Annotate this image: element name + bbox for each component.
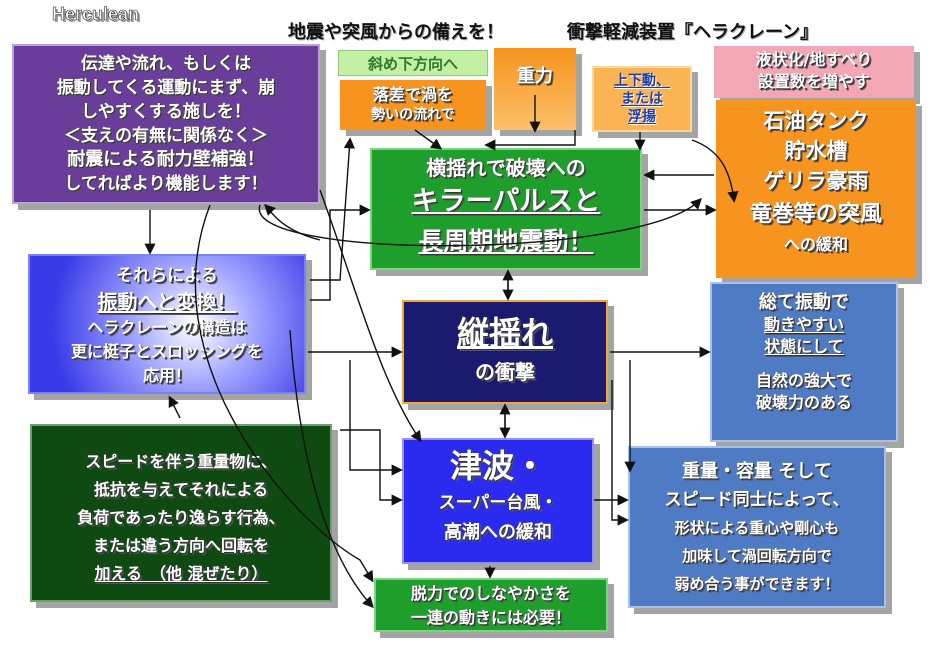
killer-pulse-box: 横揺れで破壊への キラーパルスと 長周期地震動！ [370,148,642,270]
natural-force-box: 総て振動で 動きやすい 状態にして 自然の強大で 破壊力のある [710,282,898,442]
vib-line-3: ヘラクレーンの構造は [87,318,247,337]
liquefaction-line-1: 液状化/地すべり [755,50,873,69]
vertical-shake-box: 縦揺れ の衝撃 [402,300,608,404]
res-line-4: または違う方向へ回転を [92,536,269,555]
weight-line-5: 弱め合う事ができます！ [674,575,840,593]
curve-green-to-purple [264,204,321,241]
arrow-blue-to-green [310,204,371,301]
drop-line-2: 勢いの流れで [371,107,455,123]
purple-line-4: ＜支えの有無に関係なく＞ [64,126,268,146]
weight-line-2: スピード同士によって、 [664,490,850,510]
nat-line-1: 総て振動で [759,292,849,313]
arrow-down-to-steel-bottom [611,380,629,526]
weight-speed-box: 重量・容量 そして スピード同士によって、 形状による重心や剛心も 加味して渦回… [628,446,886,608]
arrow-navy-to-tsunami-left [349,360,403,476]
header-title-left: 地震や突風からの備えを！ [288,22,504,43]
vertical-line-2: の衝撃 [475,360,535,384]
updown-box: 上下動、 または 浮揚 [592,66,692,132]
killer-line-3: 長周期地震動！ [418,227,594,256]
tsunami-line-1: 津波・ [449,447,546,485]
resistance-box: スピードを伴う重量物に、 抵抗を与えてそれによる 負荷であったり逸らす行為、 ま… [30,424,332,602]
drop-line-1: 落差で渦を [372,85,453,104]
relax-line-2: 一連の動きには必要！ [410,608,571,627]
tank-line-5: への緩和 [783,235,848,254]
relaxation-box: 脱力でのしなやかさを 一連の動きには必要！ [374,578,608,632]
updown-line-2: または [621,91,663,107]
liquefaction-line-2: 設置数を増やす [757,72,870,91]
updown-line-1: 上下動、 [614,73,670,89]
vib-line-4: 更に梃子とスロッシングを [70,342,263,361]
killer-line-2: キラーパルスと [411,186,601,217]
res-line-3: 負荷であったり逸らす行為、 [77,508,285,527]
header-title-right: 衝撃軽減装置『ヘラクレーン』 [567,22,819,43]
vibration-conversion-box: それらによる 振動へと変換！ ヘラクレーンの構造は 更に梃子とスロッシングを 応… [28,254,306,394]
gravity-box: 重力 [494,48,576,130]
tank-line-2: 貯水槽 [784,139,848,163]
updown-line-3: 浮揚 [628,109,656,125]
tank-tornado-box: 石油タンク 貯水槽 ゲリラ豪雨 竜巻等の突風 への緩和 [716,100,916,278]
nat-line-6: 破壊力のある [755,393,852,412]
nat-line-5: 自然の強大で [755,371,852,390]
gravity-label: 重力 [517,66,553,87]
res-line-5: 加える （他 混ぜたり） [94,564,268,583]
purple-line-1: 伝達や流れ、もしくは [80,54,252,74]
purple-line-6: してればより機能します！ [64,174,268,194]
vertical-line-1: 縦揺れ [456,314,553,352]
res-line-2: 抵抗を与えてそれによる [93,480,269,499]
purple-line-5: 耐震による耐力壁補強！ [67,149,265,170]
weight-line-4: 加味して渦回転方向で [682,547,832,565]
weight-line-3: 形状による重心や剛心も [674,519,840,537]
arrow-drop-to-green [414,129,443,150]
relax-line-1: 脱力でのしなやかさを [410,584,571,603]
res-line-1: スピードを伴う重量物に、 [85,452,277,471]
vib-line-2: 振動へと変換！ [97,290,237,314]
nat-line-4 [712,358,896,370]
tsunami-box: 津波・ スーパー台風・ 高潮への緩和 [402,438,594,564]
nat-line-3: 状態にして [764,337,844,356]
purple-line-3: しやすくする施しを！ [81,102,251,122]
killer-line-1: 横揺れで破壊への [426,156,586,180]
arrow-left-to-tsunami [340,429,403,506]
purple-line-2: 振動してくる運動にまず、崩 [56,78,276,98]
liquefaction-box: 液状化/地すべり 設置数を増やす [714,46,914,98]
arrow-gravity-to-green [484,130,576,151]
diagonal-down-label: 斜め下方向へ [338,50,488,76]
tank-line-3: ゲリラ豪雨 [763,169,869,193]
tsunami-line-2: スーパー台風・ [438,493,558,513]
logo: Herculean [52,4,140,25]
vib-line-5: 応用！ [142,366,191,385]
weight-line-1: 重量・容量 そして [682,461,832,482]
vib-line-1: それらによる [116,266,218,286]
arrow-darkgreen-up [168,395,181,419]
tank-line-4: 竜巻等の突風 [749,202,882,227]
nat-line-2: 動きやすい [763,315,844,334]
drop-vortex-box: 落差で渦を 勢いの流れで [340,80,486,130]
purple-info-box: 伝達や流れ、もしくは 振動してくる運動にまず、崩 しやすくする施しを！ ＜支えの… [12,44,320,204]
tsunami-line-3: 高潮への緩和 [444,522,552,543]
tank-line-1: 石油タンク [763,109,869,133]
